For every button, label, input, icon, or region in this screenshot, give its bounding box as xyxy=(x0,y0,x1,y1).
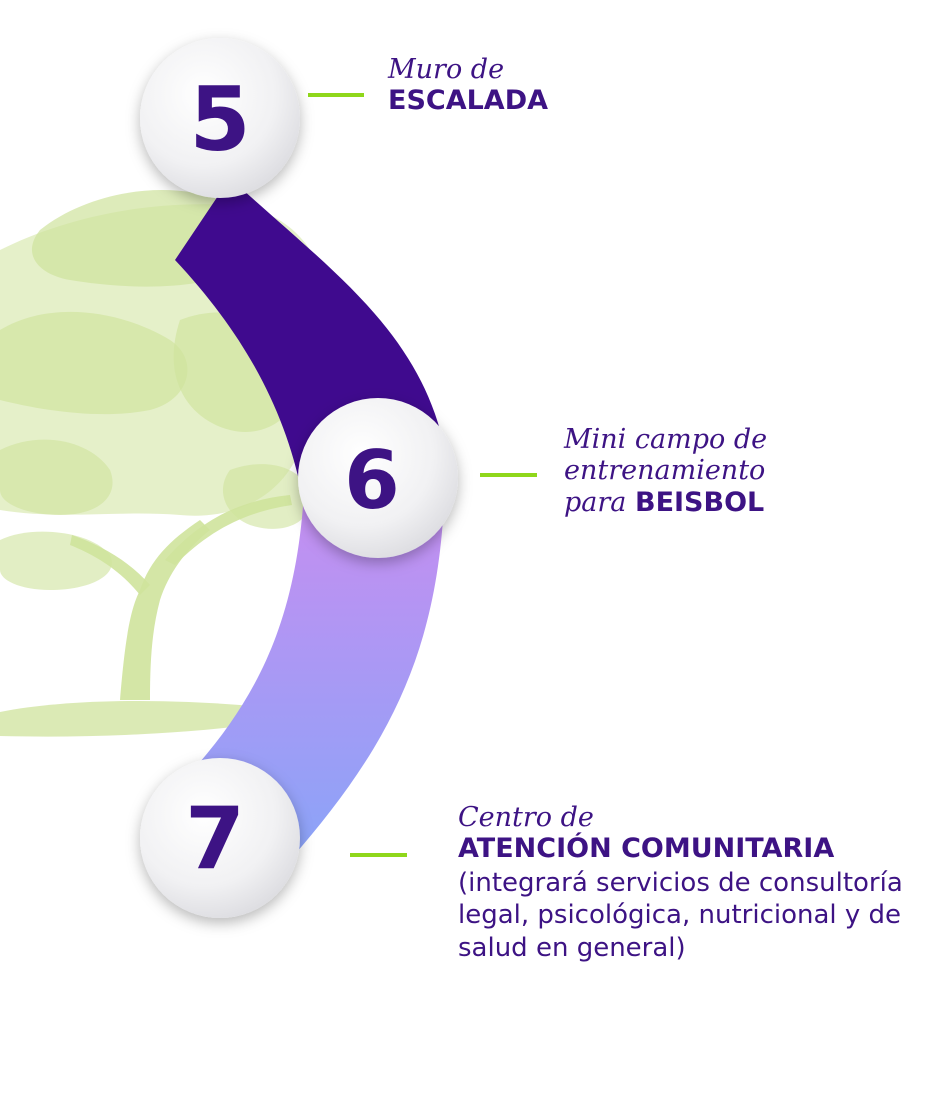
step-circle-7: 7 xyxy=(140,758,300,918)
step-number-7: 7 xyxy=(185,789,245,889)
step-number-5: 5 xyxy=(189,68,250,171)
step-label-7: Centro de ATENCIÓN COMUNITARIA (integrar… xyxy=(458,802,918,964)
step-6-line2: entrenamiento xyxy=(564,455,766,487)
step-circle-5: 5 xyxy=(140,38,300,198)
step-circle-6: 6 xyxy=(298,398,458,558)
step-6-title: BEISBOL xyxy=(634,486,765,518)
step-number-6: 6 xyxy=(344,434,400,527)
step-7-line1: Centro de xyxy=(458,802,594,833)
step-5-title: ESCALADA xyxy=(388,85,549,117)
step-7-description: (integrará servicios de consultoría lega… xyxy=(458,867,903,963)
step-label-6: Mini campo de entrenamiento para BEISBOL xyxy=(564,424,767,518)
step-6-line1: Mini campo de xyxy=(564,424,768,455)
step-label-5: Muro de ESCALADA xyxy=(388,54,548,117)
step-6-line3-prefix: para xyxy=(564,486,627,518)
step-7-title: ATENCIÓN COMUNITARIA xyxy=(458,833,835,865)
arc-segment-lower xyxy=(175,460,445,860)
step-5-line1: Muro de xyxy=(388,54,505,85)
